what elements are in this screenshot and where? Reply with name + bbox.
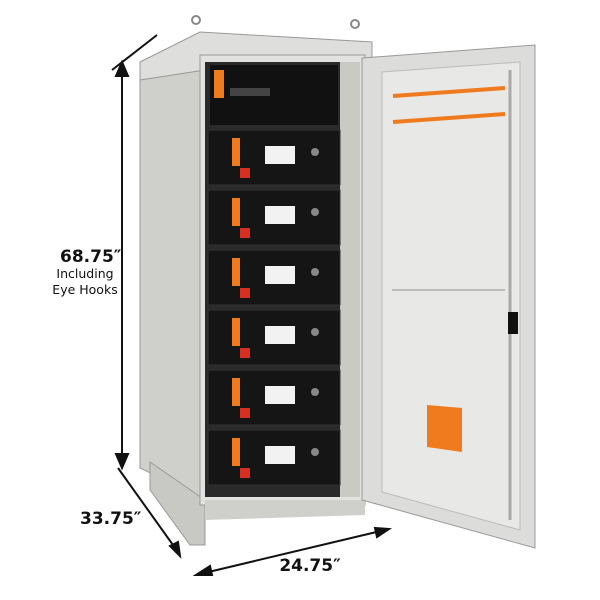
- control-unit: [210, 65, 338, 125]
- battery-module: [207, 429, 341, 486]
- depth-dimension-label: 33.75″: [80, 509, 142, 529]
- battery-module: [207, 309, 341, 366]
- height-note-line1: Including: [56, 266, 114, 281]
- dimension-lines: [111, 34, 392, 576]
- battery-module: [207, 249, 341, 306]
- height-note-line2: Eye Hooks: [52, 282, 118, 297]
- battery-module: [207, 129, 341, 186]
- cabinet-door: [361, 44, 536, 549]
- battery-module: [207, 189, 341, 246]
- battery-modules: [207, 129, 341, 486]
- width-dimension-label: 24.75″: [279, 556, 341, 576]
- battery-module: [207, 369, 341, 426]
- height-dimension-label: 68.75″: [60, 247, 122, 267]
